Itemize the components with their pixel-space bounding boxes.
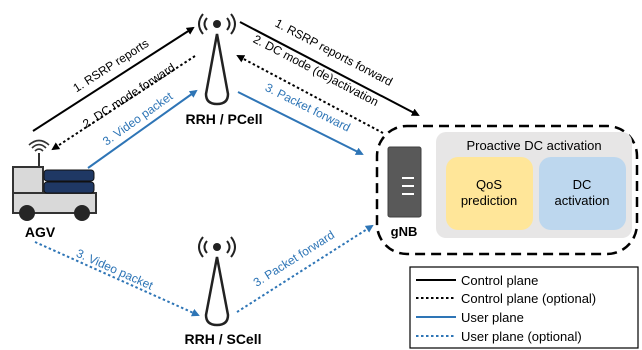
pcell-antenna-icon xyxy=(198,13,236,106)
legend-label-user-optional: User plane (optional) xyxy=(461,329,582,344)
arrow-video-packet-p xyxy=(87,89,198,169)
server-icon xyxy=(387,146,422,218)
legend-label-user: User plane xyxy=(461,310,524,325)
pcell-label: RRH / PCell xyxy=(185,111,262,127)
label-video-packet-s: 3. Video packet xyxy=(74,246,156,293)
dc-line2: activation xyxy=(555,193,610,208)
arrow-video-packet-s xyxy=(34,241,200,317)
label-packet-forward-s: 3. Packet forward xyxy=(251,228,337,290)
scell-label: RRH / SCell xyxy=(184,331,261,347)
scell-antenna-icon xyxy=(198,236,236,327)
arrow-dc-mode-forward xyxy=(51,55,196,151)
dc-activation-box xyxy=(539,157,626,230)
qos-prediction-box xyxy=(446,157,533,230)
legend-label-control-optional: Control plane (optional) xyxy=(461,291,596,306)
arrow-rsrp-reports-forward xyxy=(239,21,420,116)
arrow-packet-forward-s xyxy=(236,224,374,313)
qos-line2: prediction xyxy=(461,193,517,208)
gnb-dashed-boundary xyxy=(375,124,639,256)
qos-line1: QoS xyxy=(476,177,502,192)
agv-label: AGV xyxy=(25,224,56,240)
legend: Control plane Control plane (optional) U… xyxy=(409,266,639,349)
truck-icon xyxy=(12,139,97,221)
legend-label-control: Control plane xyxy=(461,273,538,288)
wifi-icon xyxy=(28,139,50,168)
gnb-label: gNB xyxy=(391,224,418,239)
arrow-packet-forward-p xyxy=(237,91,364,155)
proactive-title: Proactive DC activation xyxy=(466,138,601,153)
dc-line1: DC xyxy=(573,177,592,192)
arrow-rsrp-reports xyxy=(32,26,195,132)
arrow-dc-mode-activation xyxy=(236,55,384,134)
